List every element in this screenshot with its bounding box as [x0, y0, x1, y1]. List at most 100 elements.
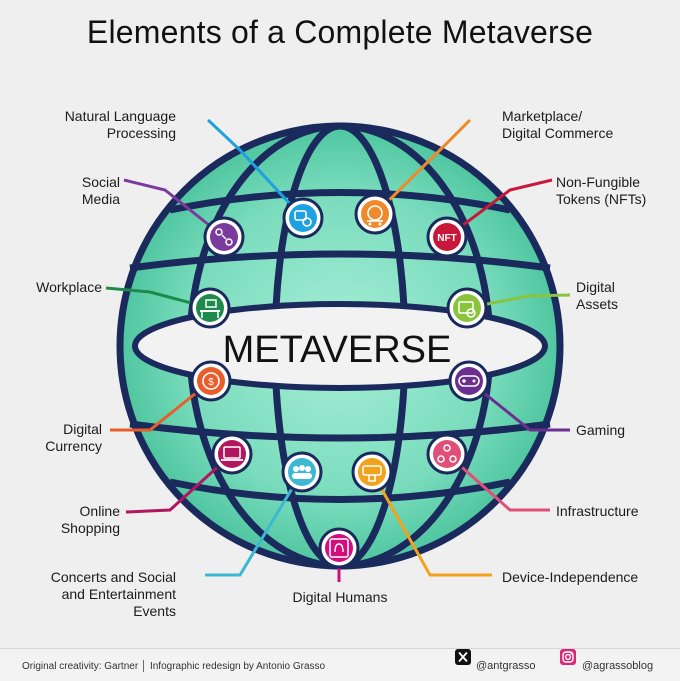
element-label-line: Marketplace/: [502, 108, 583, 124]
badge-core: [197, 367, 225, 395]
element-label: Infrastructure: [556, 503, 638, 520]
badge-core: [289, 204, 317, 232]
badge-core: [453, 294, 481, 322]
element-label-line: Digital: [63, 421, 102, 437]
element-label-line: Processing: [106, 125, 176, 141]
shopping-cart-icon: [367, 205, 383, 226]
element-label-line: Media: [81, 191, 120, 207]
badge-core: [325, 534, 353, 562]
globe-parallel-upper: [129, 250, 551, 272]
element-label-line: Device-Independence: [502, 569, 639, 585]
badge-core: [455, 367, 483, 395]
element-label-line: Events: [133, 603, 176, 619]
footer-credit: Original creativity: Gartner │ Infograph…: [22, 661, 326, 672]
element-label-line: Gaming: [576, 422, 626, 438]
connector-line: [110, 379, 212, 432]
laptop-bag-icon: [221, 446, 243, 461]
element-label-line: and Entertainment: [61, 586, 176, 602]
vr-headset-icon: [362, 465, 382, 482]
connector-line: [466, 293, 571, 310]
globe-parallel-lower: [129, 420, 551, 442]
footer: Original creativity: Gartner │ Infograph…: [0, 648, 680, 681]
badge-core: [433, 440, 461, 468]
element-badge: [446, 287, 488, 329]
element-label: Device-Independence: [502, 569, 638, 586]
element-label-line: Natural Language: [64, 108, 176, 124]
connector-line: [125, 452, 234, 514]
badge-core: [433, 223, 461, 251]
desk-icon: [200, 299, 220, 318]
element-label: Gaming: [576, 422, 625, 439]
connector-line: [123, 178, 225, 239]
element-label-line: Infrastructure: [556, 503, 639, 519]
nft-icon: NFT: [437, 233, 456, 244]
element-label: Marketplace/Digital Commerce: [502, 108, 613, 142]
element-label-line: Online: [79, 503, 120, 519]
chat-gear-icon: [294, 210, 312, 227]
connector-line: [206, 118, 305, 220]
element-label: Digital Humans: [260, 589, 420, 606]
badge-core: [288, 458, 316, 486]
fingerprint-icon: [329, 538, 349, 558]
element-badge: [282, 197, 324, 239]
connector-line: [446, 178, 553, 239]
element-label-line: Social: [81, 174, 120, 190]
element-badge: [211, 433, 253, 475]
connector-line: [370, 471, 492, 577]
svg-text:NFT: NFT: [437, 233, 456, 244]
globe-parallel-top: [169, 189, 511, 214]
svg-text:$: $: [208, 377, 214, 388]
element-label-line: Assets: [576, 296, 619, 312]
element-badge: NFT: [426, 216, 468, 258]
element-label: Workplace: [36, 279, 102, 296]
center-label: METAVERSE: [223, 329, 452, 371]
gamepad-icon: [458, 375, 480, 387]
connector-line: [468, 379, 570, 432]
element-label-line: Workplace: [36, 279, 102, 295]
element-label-line: Currency: [45, 438, 102, 454]
connector-line: [373, 118, 472, 216]
equator-band: [132, 301, 548, 391]
element-badge: $: [190, 360, 232, 402]
element-badge: [203, 216, 245, 258]
instagram-logo-icon[interactable]: [560, 649, 576, 665]
badge-core: [358, 458, 386, 486]
element-label-line: Non-Fungible: [556, 174, 641, 190]
element-label-line: Digital Humans: [292, 589, 388, 605]
element-label-line: Digital Commerce: [502, 125, 614, 141]
element-label-line: Concerts and Social: [50, 569, 176, 585]
instagram-handle[interactable]: @agrassoblog: [582, 660, 654, 672]
badge-core: [218, 440, 246, 468]
x-handle[interactable]: @antgrasso: [476, 660, 536, 672]
coin-icon: $: [202, 372, 220, 390]
element-badge: [351, 451, 393, 493]
element-label-line: Digital: [576, 279, 615, 295]
element-badge: [426, 433, 468, 475]
globe-parallel-bottom: [169, 478, 511, 503]
element-badge: [448, 360, 490, 402]
social-network-icon: [215, 228, 233, 246]
element-badge: [354, 193, 396, 235]
element-label-line: Shopping: [60, 520, 120, 536]
x-logo-icon[interactable]: [455, 649, 471, 665]
network-nodes-icon: [437, 444, 457, 463]
page-title: Elements of a Complete Metaverse: [86, 14, 594, 50]
connector-line: [205, 471, 304, 577]
people-group-icon: [292, 465, 312, 479]
connector-line: [446, 452, 550, 512]
element-badge: [318, 527, 360, 569]
element-label-line: Tokens (NFTs): [556, 191, 647, 207]
badge-core: [361, 200, 389, 228]
element-badge: [189, 287, 231, 329]
connector-line: [105, 286, 211, 310]
element-badge: [281, 451, 323, 493]
